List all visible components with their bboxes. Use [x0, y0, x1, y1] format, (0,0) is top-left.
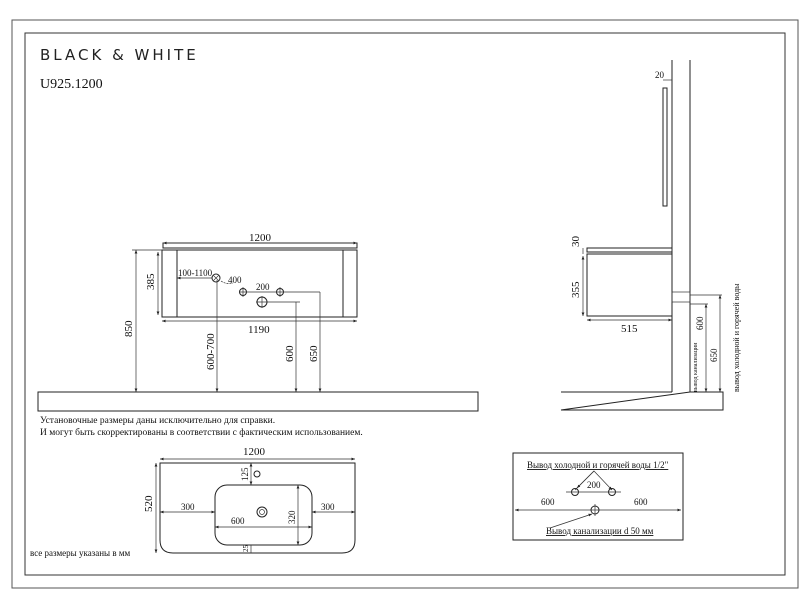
outlet-box: Вывод холодной и горячей воды 1/2" 200 6… [512, 452, 684, 541]
top-dim-basin-width: 600 [231, 516, 245, 526]
dim-mixer-offset: 100-1100 [178, 268, 213, 278]
top-dim-back: 125 [240, 467, 250, 481]
side-floor [560, 391, 724, 411]
outlet-left: 600 [541, 497, 555, 507]
dim-width-top: 1200 [249, 232, 272, 244]
basin-outline [214, 484, 313, 546]
dim-mixer: 400 [228, 275, 242, 285]
side-dim-water-height: 650 [709, 348, 719, 362]
mirror [662, 87, 668, 207]
top-dim-left: 300 [181, 502, 195, 512]
top-dim-right: 300 [321, 502, 335, 512]
countertop-outline [159, 462, 356, 554]
floor [37, 391, 479, 412]
leader-line [220, 280, 234, 285]
side-view: 20 30 355 515 650 600 вывод канализации … [560, 60, 741, 411]
mixer-hole-icon [211, 273, 221, 283]
side-dim-drain-height: 600 [695, 316, 705, 330]
model-number: U925.1200 [40, 77, 103, 92]
dim-top-thickness: 30 [570, 236, 582, 248]
top-dim-width: 1200 [243, 446, 266, 458]
side-drain-label: вывод канализации [693, 342, 699, 392]
top-view: 1200 520 300 300 600 320 125 25 [143, 446, 356, 554]
dim-water-height: 650 [308, 345, 320, 362]
top-dim-basin-depth: 320 [287, 510, 297, 524]
inner-frame [24, 32, 786, 576]
wall [671, 60, 691, 392]
outlet-spacing: 200 [587, 480, 601, 490]
units-note: все размеры указаны в мм [30, 548, 131, 558]
brand-logo: BLACK & WHITE [40, 46, 199, 64]
dim-mixer-height: 600-700 [205, 333, 217, 370]
dim-side-cabinet-height: 355 [570, 281, 582, 298]
dim-width-bottom: 1190 [248, 324, 270, 336]
outlet-box-border [512, 452, 684, 541]
top-dim-depth: 520 [143, 495, 155, 512]
drain-inner-icon [259, 509, 265, 515]
side-water-label: вывод холодной и горячей воды [732, 283, 741, 392]
overflow-icon [253, 470, 261, 478]
dim-cabinet-height: 385 [145, 273, 157, 290]
pipe-stub [671, 291, 691, 303]
outer-frame [11, 19, 799, 589]
leader-line [576, 470, 595, 489]
mixer-cross-icon [212, 274, 220, 282]
dim-mirror-gap: 20 [655, 70, 665, 80]
side-cabinet [586, 253, 673, 317]
drain-icon [256, 506, 268, 518]
note-line-1: Установочные размеры даны исключительно … [40, 416, 275, 426]
cabinet [161, 249, 358, 318]
dim-total-height: 850 [123, 320, 135, 337]
outlet-right: 600 [634, 497, 648, 507]
note-line-2: И могут быть скорректированы в соответст… [40, 427, 363, 438]
leader-line [549, 513, 593, 529]
side-countertop [586, 247, 673, 253]
dim-water-spacing: 200 [256, 282, 270, 292]
front-view: 1200 1190 385 850 100-1100 400 200 600-7… [37, 232, 479, 412]
dim-depth: 515 [621, 323, 638, 335]
water-outlet-title: Вывод холодной и горячей воды 1/2" [527, 460, 669, 470]
top-dim-front: 25 [242, 545, 250, 553]
drain-outlet-title: Вывод канализации d 50 мм [546, 526, 654, 536]
dim-drain-height: 600 [284, 345, 296, 362]
